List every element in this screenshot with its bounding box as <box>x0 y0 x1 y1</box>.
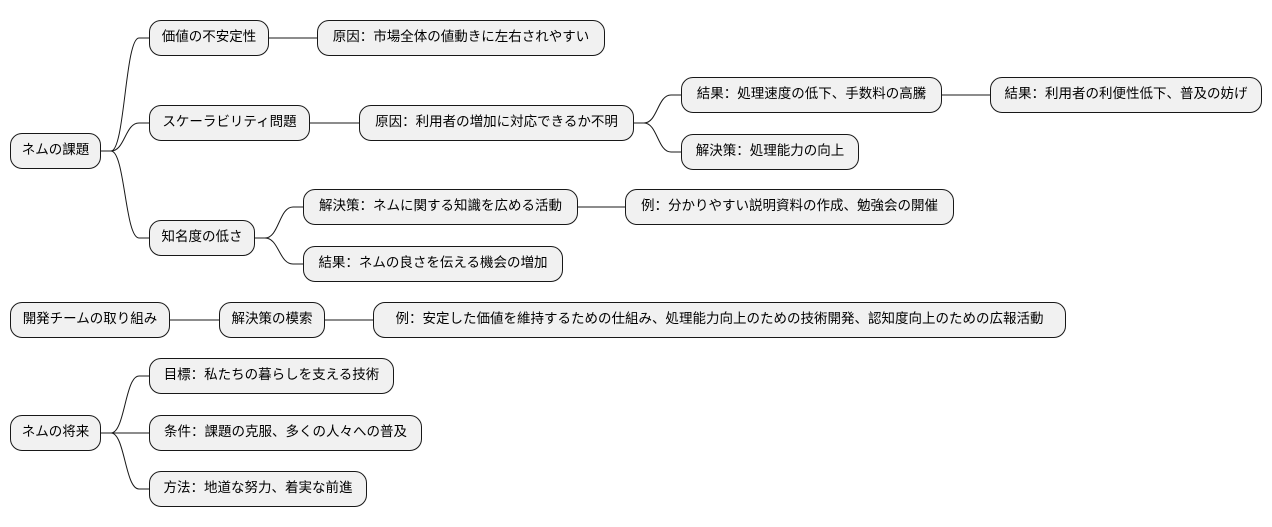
connector-line <box>634 122 681 153</box>
node-label: 知名度の低さ <box>161 229 243 245</box>
node-label: 結果：利用者の利便性低下、普及の妨げ <box>1004 86 1248 102</box>
node-label: 価値の不安定性 <box>161 29 257 45</box>
node-label: 結果：ネムの良さを伝える機会の増加 <box>318 255 548 271</box>
node-goal[interactable]: 目標：私たちの暮らしを支える技術 <box>149 358 394 394</box>
node-solution-capacity[interactable]: 解決策：処理能力の向上 <box>681 134 859 170</box>
node-label: 目標：私たちの暮らしを支える技術 <box>163 367 380 383</box>
node-price-instability[interactable]: 価値の不安定性 <box>149 20 269 56</box>
node-label: 解決策：ネムに関する知識を広める活動 <box>319 198 562 214</box>
node-conditions[interactable]: 条件：課題の克服、多くの人々への普及 <box>149 415 422 451</box>
node-nem-issues[interactable]: ネムの課題 <box>10 133 101 169</box>
node-label: 解決策：処理能力の向上 <box>695 143 845 159</box>
node-label: 結果：処理速度の低下、手数料の高騰 <box>696 86 927 102</box>
node-nem-future[interactable]: ネムの将来 <box>10 415 101 451</box>
node-result-slowdown-fees[interactable]: 結果：処理速度の低下、手数料の高騰 <box>681 77 942 113</box>
node-example-materials-workshops[interactable]: 例：分かりやすい説明資料の作成、勉強会の開催 <box>625 189 954 225</box>
connector-line <box>101 37 149 152</box>
node-dev-team-efforts[interactable]: 開発チームの取り組み <box>10 302 170 338</box>
node-cause-user-growth[interactable]: 原因：利用者の増加に対応できるか不明 <box>359 105 634 141</box>
node-label: 例：安定した価値を維持するための仕組み、処理能力向上のための技術開発、認知度向上… <box>395 311 1044 327</box>
node-result-more-opportunities[interactable]: 結果：ネムの良さを伝える機会の増加 <box>303 246 563 282</box>
connector-line <box>255 206 303 239</box>
node-label: 解決策の模索 <box>231 311 313 327</box>
node-label: ネムの将来 <box>21 424 90 440</box>
node-low-awareness[interactable]: 知名度の低さ <box>149 220 255 256</box>
node-example-dev-efforts[interactable]: 例：安定した価値を維持するための仕組み、処理能力向上のための技術開発、認知度向上… <box>373 302 1066 338</box>
node-label: 原因：市場全体の値動きに左右されやすい <box>332 29 590 45</box>
node-label: 条件：課題の克服、多くの人々への普及 <box>164 424 407 440</box>
node-label: 原因：利用者の増加に対応できるか不明 <box>375 114 618 130</box>
node-method[interactable]: 方法：地道な努力、着実な前進 <box>149 471 367 507</box>
node-result-convenience-loss[interactable]: 結果：利用者の利便性低下、普及の妨げ <box>990 77 1262 113</box>
node-label: 開発チームの取り組み <box>22 311 158 327</box>
connector-line <box>634 94 681 124</box>
node-label: スケーラビリティ問題 <box>162 114 297 130</box>
connector-line <box>101 122 149 152</box>
node-solution-spread-knowledge[interactable]: 解決策：ネムに関する知識を広める活動 <box>303 189 578 225</box>
node-label: ネムの課題 <box>21 142 90 158</box>
node-label: 方法：地道な努力、着実な前進 <box>163 480 353 496</box>
connector-line <box>101 375 149 434</box>
node-label: 例：分かりやすい説明資料の作成、勉強会の開催 <box>641 198 938 214</box>
node-seeking-solutions[interactable]: 解決策の模索 <box>219 302 325 338</box>
node-cause-market-volatility[interactable]: 原因：市場全体の値動きに左右されやすい <box>317 20 605 56</box>
connector-line <box>255 237 303 265</box>
node-scalability-problem[interactable]: スケーラビリティ問題 <box>149 105 310 141</box>
connector-line <box>101 150 149 239</box>
connector-line <box>101 432 149 490</box>
